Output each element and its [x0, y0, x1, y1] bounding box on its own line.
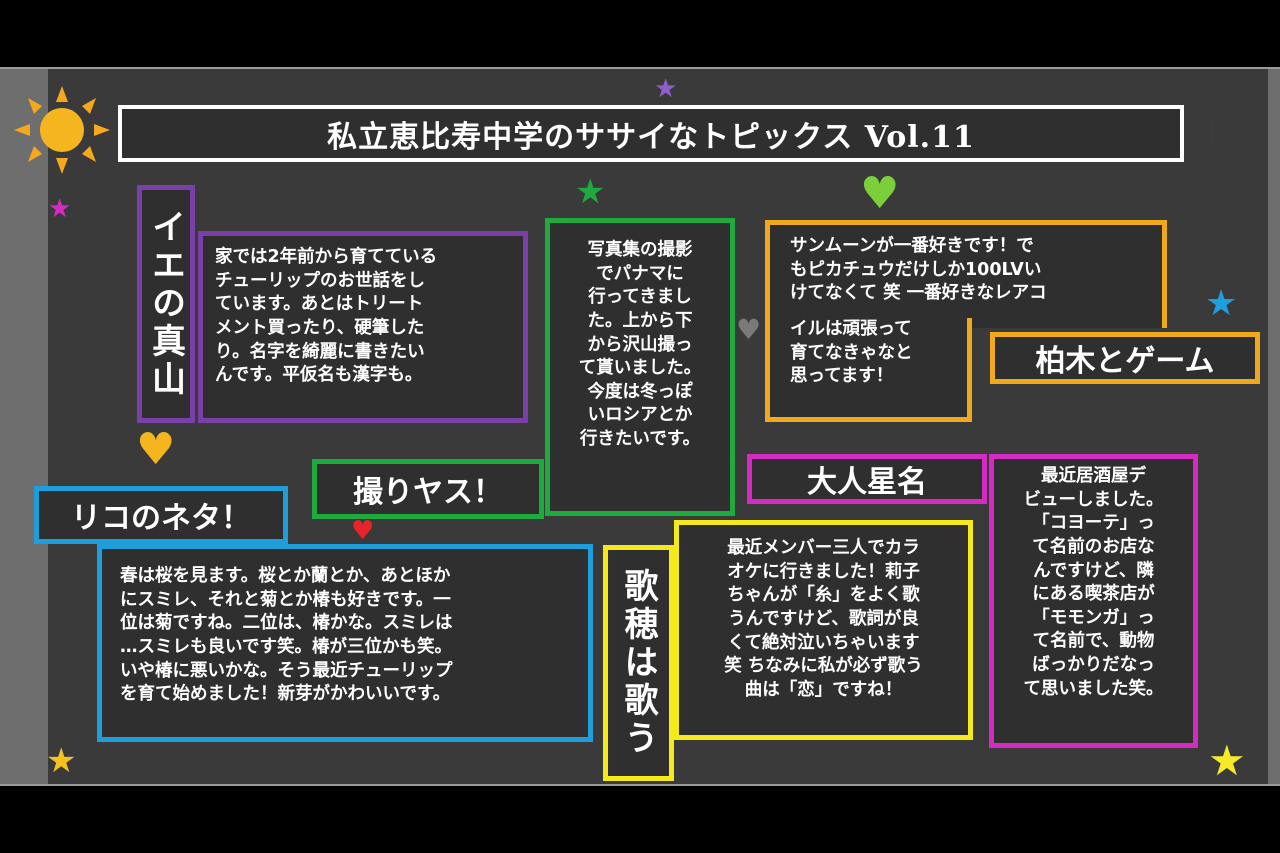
section-label-kashiwagi: 柏木とゲーム: [990, 332, 1260, 384]
page-title: 私立恵比寿中学のササイなトピックス Vol.11: [118, 105, 1184, 162]
section-text-yasu: 写真集の撮影 でパナマに 行ってきまし た。上から下 から沢山撮っ て貰いました…: [545, 218, 735, 516]
heart-icon: ♥: [351, 516, 375, 546]
section-text-kaho: 最近メンバー三人でカラ オケに行きました！莉子 ちゃんが「糸」をよく歌 うんです…: [674, 520, 973, 740]
heart-icon: ♥: [860, 168, 900, 219]
star-icon: ★: [46, 741, 77, 781]
moon-icon: [1210, 86, 1256, 175]
section-text-hoshina: 最近居酒屋デ ビューしました。 「コヨーテ」っ て名前のお店な んですけど、隣 …: [989, 454, 1198, 748]
star-icon: ★: [575, 172, 606, 212]
section-label-mayama: イエの真山: [137, 185, 195, 423]
star-icon: ★: [1205, 283, 1238, 324]
star-icon: ★: [48, 194, 72, 224]
section-text-mayama: 家では2年前から育てている チューリップのお世話をし ています。あとはトリート …: [198, 231, 528, 423]
heart-icon: ♥: [136, 424, 176, 475]
section-label-riko: リコのネタ！: [34, 486, 288, 544]
heart-icon: ♥: [736, 313, 762, 346]
sun-icon: [14, 86, 110, 174]
left-frame: [0, 69, 48, 784]
section-label-hoshina: 大人星名: [747, 454, 987, 504]
section-text-riko: 春は桜を見ます。桜とか蘭とか、あとほか にスミレ、それと菊とか椿も好きです。一 …: [97, 544, 593, 742]
star-icon: ★: [654, 74, 678, 104]
section-text-kashiwagi-bottom: イルは頑張って 育てなきゃなと 思ってます！: [765, 318, 972, 422]
section-text-kashiwagi-top: サンムーンが一番好きです！で もピカチュウだけしか100LVい けてなくて 笑 …: [765, 220, 1167, 328]
section-label-yasu: 撮りヤス！: [312, 459, 544, 519]
right-frame: [1268, 69, 1280, 784]
star-icon: ★: [1208, 736, 1246, 785]
section-label-kaho: 歌穂は歌う: [603, 545, 674, 781]
